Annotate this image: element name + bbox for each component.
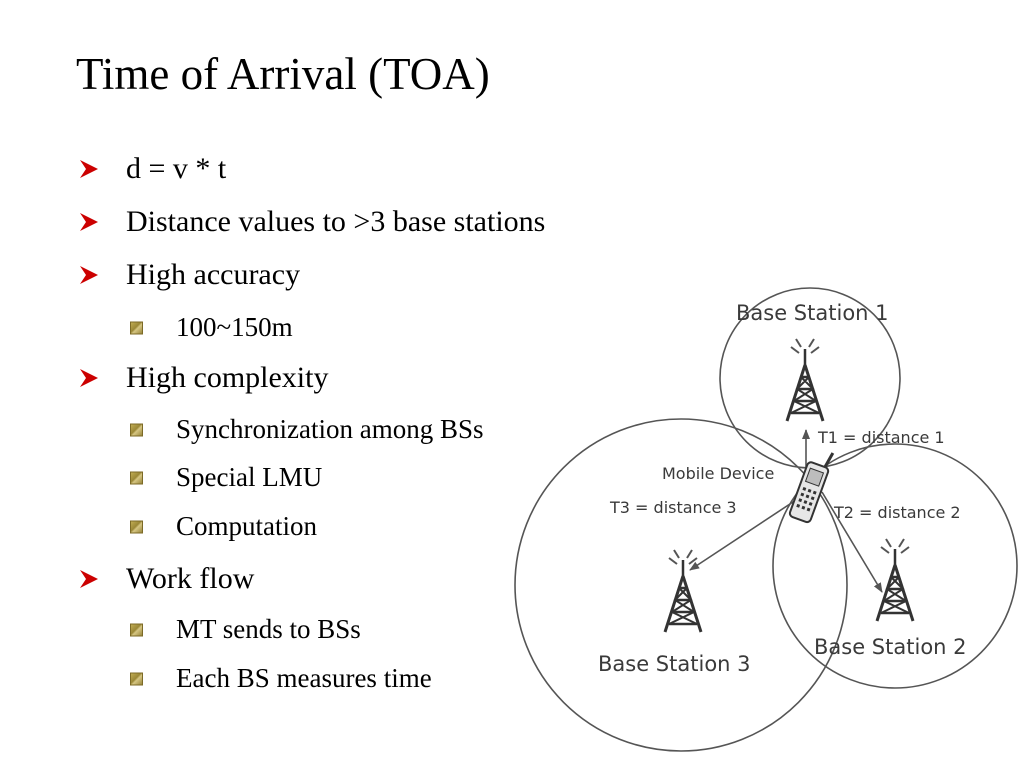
t1-distance-label: T1 = distance 1	[817, 428, 945, 447]
slide-title: Time of Arrival (TOA)	[76, 49, 490, 99]
base-station-1-tower-icon	[785, 337, 825, 423]
mobile-device-label: Mobile Device	[662, 464, 774, 483]
mobile-device-icon	[788, 452, 835, 524]
base-station-3-label: Base Station 3	[598, 652, 751, 676]
base-station-2-tower-icon	[875, 537, 915, 623]
base-station-2-label: Base Station 2	[814, 635, 967, 659]
t3-distance-label: T3 = distance 3	[609, 498, 737, 517]
base-station-1-label: Base Station 1	[736, 301, 889, 325]
base-station-3-tower-icon	[663, 548, 703, 634]
t2-distance-label: T2 = distance 2	[833, 503, 961, 522]
t2-arrow	[821, 491, 883, 593]
t3-arrow	[689, 499, 797, 571]
coverage-circle-2	[772, 443, 1018, 689]
coverage-circle-3	[514, 418, 848, 752]
